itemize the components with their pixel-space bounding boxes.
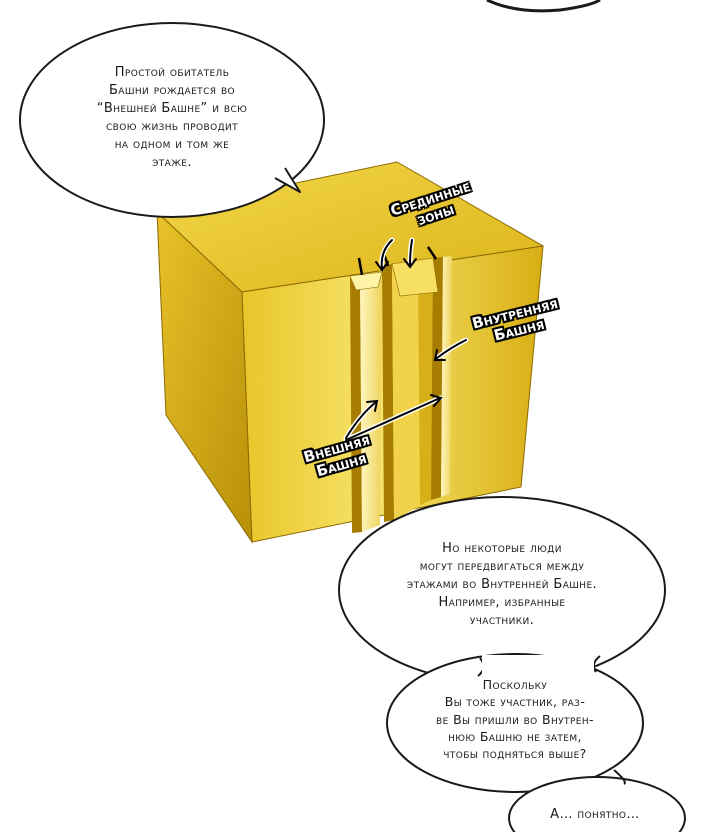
slot-top-cut-1 <box>349 271 383 291</box>
speech-bubble-intro-tail-cover <box>272 168 293 186</box>
middle-zone-slot-1 <box>350 275 362 533</box>
tower-cube <box>155 161 545 544</box>
middle-zone-slot-3 <box>431 257 443 500</box>
speech-bubble-join-cover <box>482 655 594 679</box>
arrow-outer-right-line <box>345 397 441 441</box>
arrow-middle-left-head <box>375 261 389 272</box>
arrow-inner-line <box>436 339 467 359</box>
speech-bubble-reply <box>508 776 686 832</box>
speech-bubble-reply-tail <box>613 769 626 785</box>
arrow-outer-left-head <box>366 399 379 412</box>
inner-tower-highlight <box>418 258 433 505</box>
slit-line-3 <box>426 246 438 260</box>
bubble-intro-text: Простой обитатель Башни рождается во “Вн… <box>96 65 248 170</box>
speech-bubble-question <box>386 653 644 793</box>
bubble-reply-text: А… понятно… <box>550 807 640 822</box>
middle-zone-slot-3-inner <box>441 256 452 497</box>
arrow-middle-right-line <box>409 239 413 266</box>
arrow-middle-right-head <box>403 258 417 269</box>
bubble-movement-text: Но некоторые люди могут передвигаться ме… <box>406 541 598 628</box>
annotation-arrows-outline <box>345 239 467 441</box>
middle-zone-slot-2 <box>382 264 394 522</box>
arrow-outer-left-line <box>345 401 377 439</box>
arrow-middle-left-line <box>380 239 393 269</box>
arrow-inner-head <box>433 349 446 361</box>
slot-top-cut-2 <box>391 257 439 297</box>
slit-line-1 <box>357 257 364 276</box>
bubble-question-text: Поскольку Вы тоже участник, раз- ве Вы п… <box>436 677 594 761</box>
arrow-outer-right-head <box>430 394 443 407</box>
speech-bubble-intro <box>19 22 325 218</box>
offscreen-bubble <box>486 0 601 13</box>
